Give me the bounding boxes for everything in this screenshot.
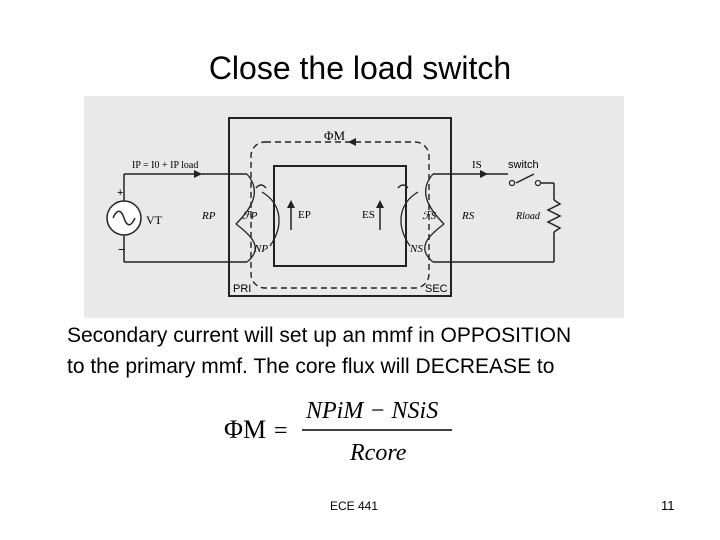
switch-contact-left (508, 179, 516, 187)
formula-equals: = (274, 418, 288, 444)
label-rload: Rload (515, 211, 541, 222)
switch-contact-right (534, 179, 542, 187)
formula-numerator: NPiM − NSiS (305, 398, 438, 424)
label-ns: NS (409, 243, 423, 255)
sine-wave-icon (112, 210, 136, 226)
slide-title: Close the load switch (208, 50, 512, 86)
label-rp: RP (201, 210, 216, 222)
plus-sign: + (117, 187, 123, 199)
body-line-1: Secondary current will set up an mmf in … (67, 324, 572, 347)
label-pri: PRI (233, 283, 251, 295)
flux-arrow (348, 138, 356, 146)
formula-denominator: Rcore (349, 440, 407, 466)
secondary-coil (400, 191, 419, 247)
label-es: ES (362, 209, 375, 221)
secondary-winding-lower (424, 223, 445, 263)
body-text: Secondary current will set up an mmf in … (67, 320, 707, 382)
primary-winding-upper (235, 173, 256, 225)
label-source-vt: VT (146, 213, 163, 227)
label-flux-top: ΦM (324, 128, 346, 143)
primary-winding-lower (235, 223, 256, 263)
label-ep: EP (298, 209, 311, 221)
primary-dot-marker (255, 184, 267, 189)
body-line-2: to the primary mmf. The core flux will D… (67, 355, 555, 378)
es-arrow-head (376, 200, 384, 208)
flux-formula: ΦM = NPiM − NSiS Rcore (222, 392, 462, 472)
flux-formula-svg: ΦM = NPiM − NSiS Rcore (224, 398, 452, 466)
primary-coil (261, 191, 280, 247)
load-resistor-icon (546, 199, 562, 233)
ep-arrow-head (287, 200, 295, 208)
label-fs: ℱS (422, 210, 437, 222)
label-np: NP (253, 243, 268, 255)
secondary-winding-upper (424, 173, 445, 225)
flux-path (250, 141, 430, 289)
switch-blade (515, 173, 535, 184)
formula-lhs: ΦM (224, 415, 266, 444)
label-fp: ℱP (242, 210, 258, 222)
secondary-dot-marker (397, 184, 409, 189)
transformer-circuit-svg: + − ΦM IP = I0 + IP load IS swi (106, 117, 562, 297)
secondary-current-arrow (480, 170, 488, 178)
label-sec: SEC (425, 283, 448, 295)
core-outer-edge (228, 117, 452, 297)
page-number: 11 (661, 498, 675, 513)
footer-course: ECE 441 (330, 499, 379, 513)
transformer-circuit-diagram: + − ΦM IP = I0 + IP load IS swi (84, 96, 624, 318)
minus-sign: − (118, 242, 126, 257)
primary-current-arrow (194, 170, 202, 178)
label-switch: switch (508, 159, 539, 171)
core-window (273, 165, 407, 267)
label-secondary-current: IS (472, 159, 482, 171)
label-rs: RS (461, 210, 475, 222)
label-primary-current: IP = I0 + IP load (132, 160, 198, 171)
